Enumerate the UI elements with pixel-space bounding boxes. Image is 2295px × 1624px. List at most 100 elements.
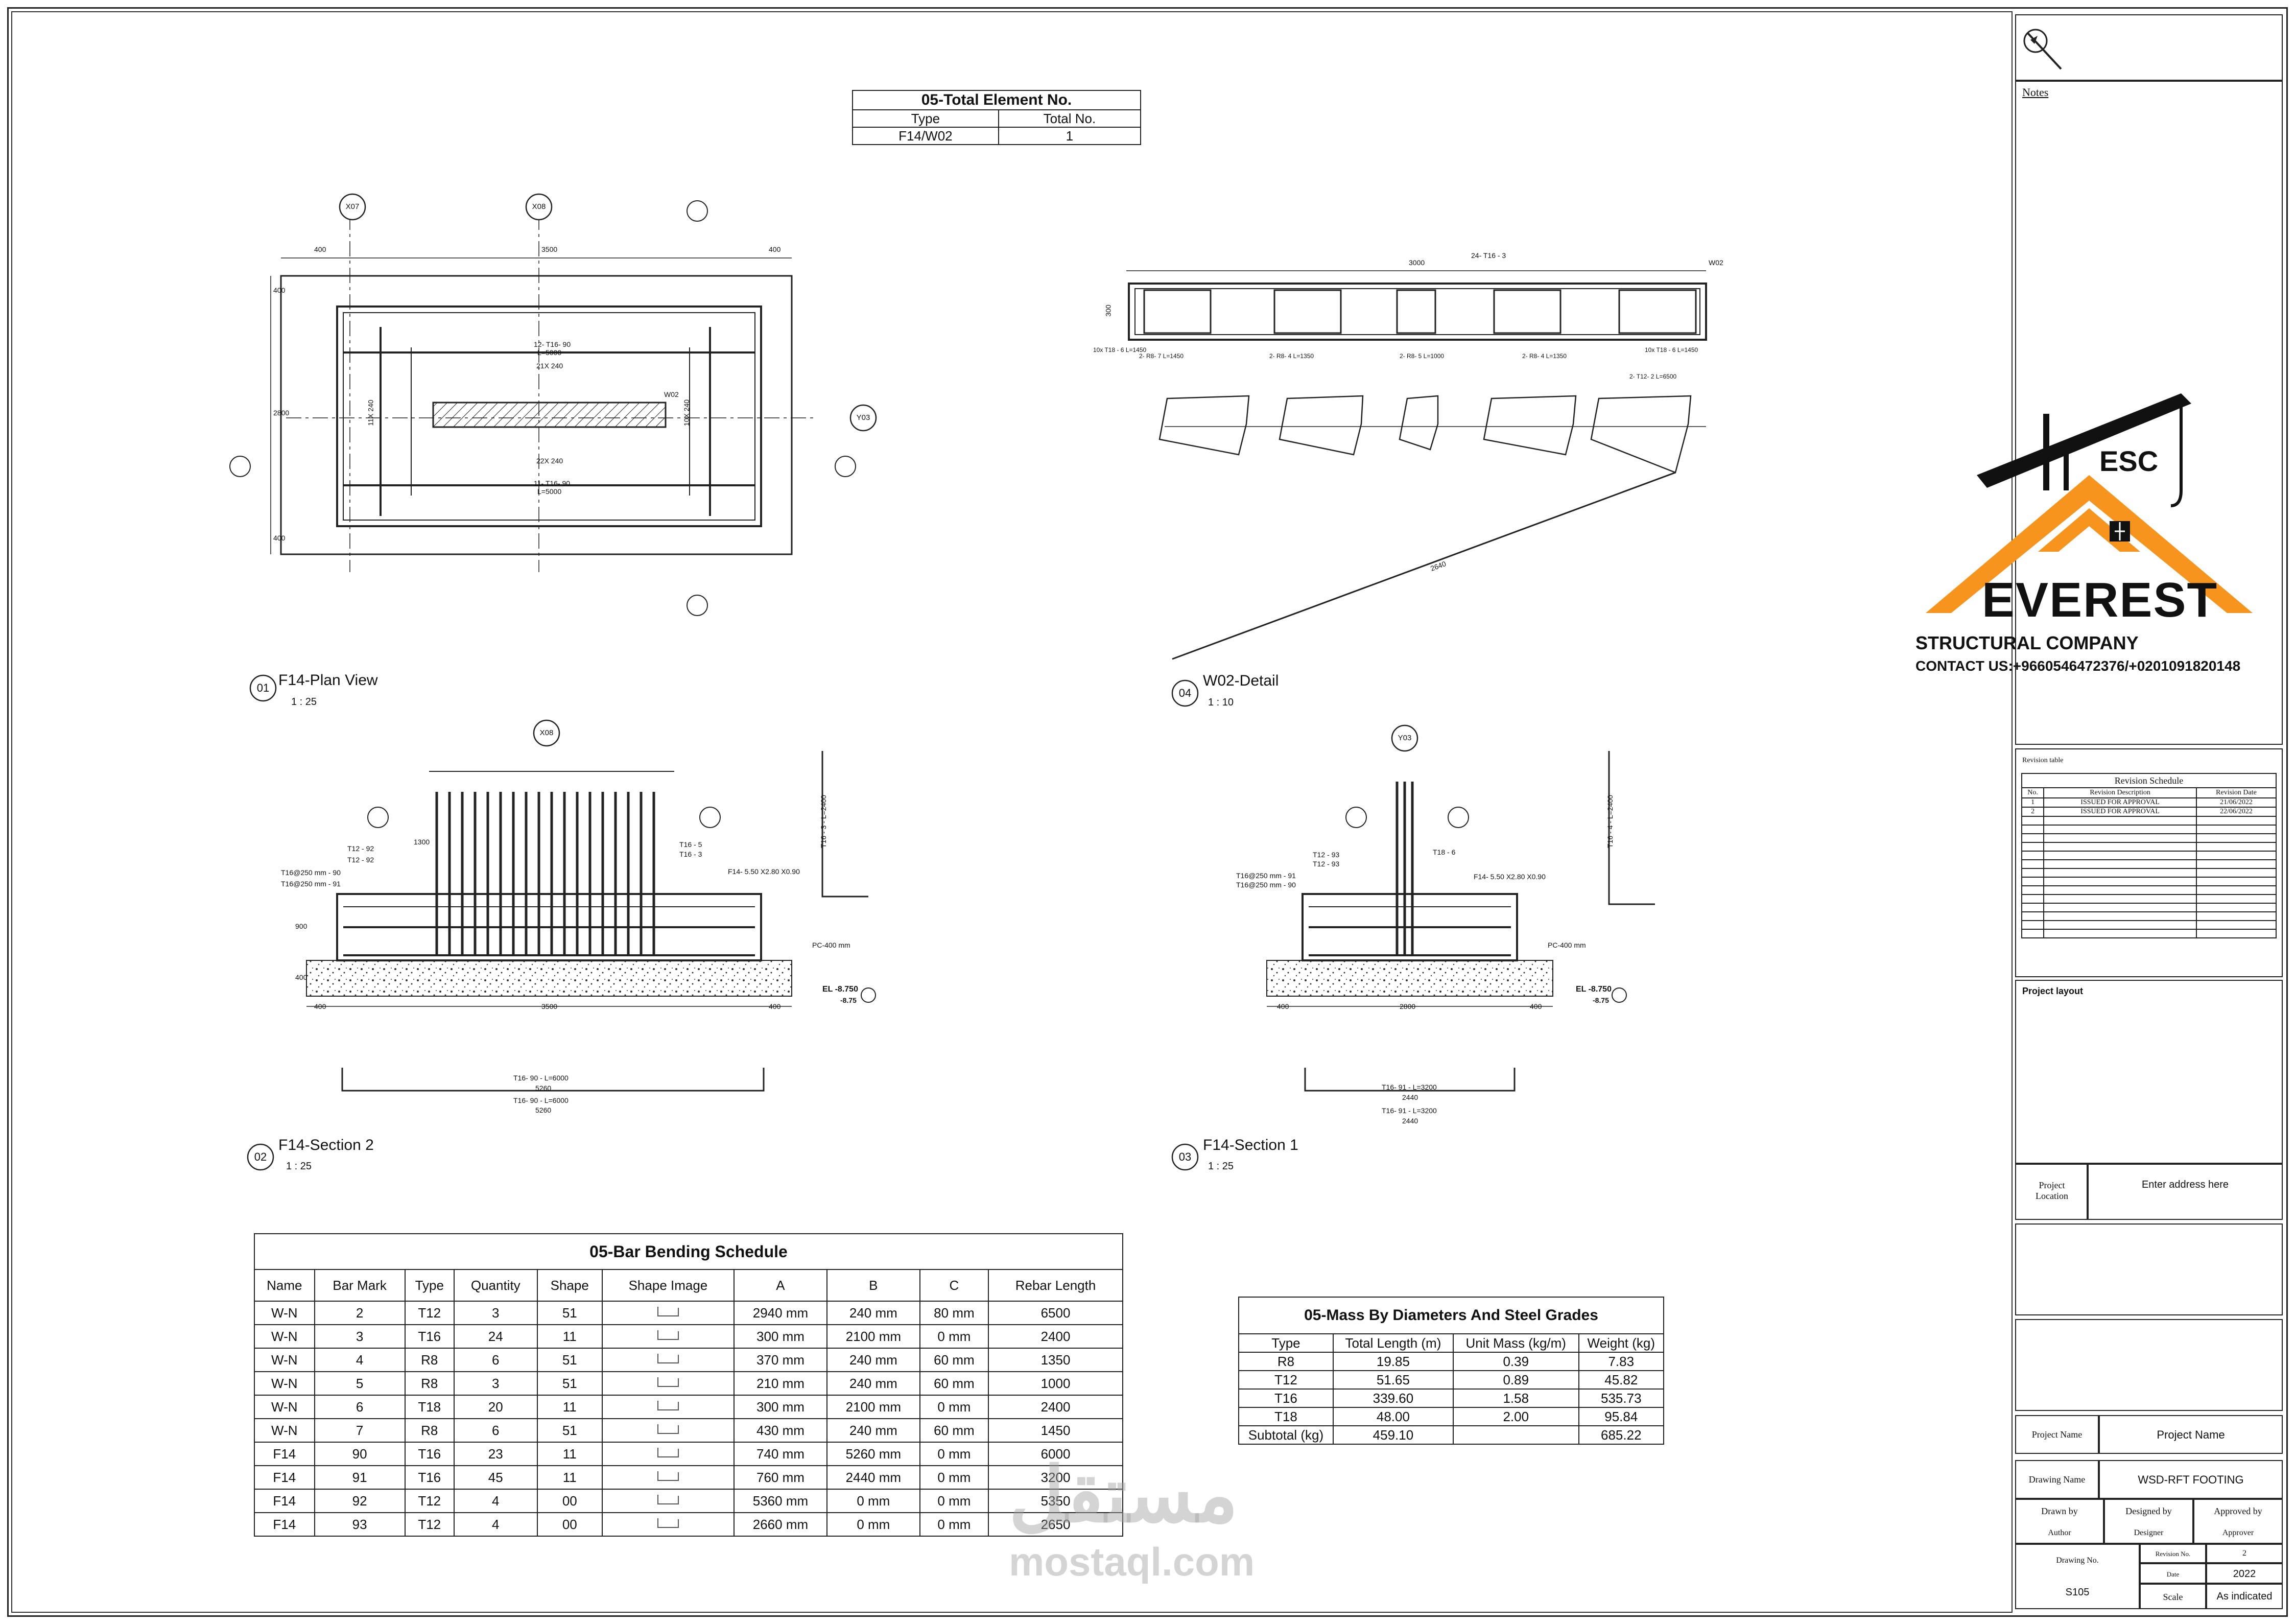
table-cell: T16 — [404, 1442, 455, 1466]
table-cell — [2196, 825, 2277, 834]
table-cell: T12 — [404, 1512, 455, 1537]
bar-label: T16- 91 - L=3200 — [1382, 1107, 1437, 1115]
table-cell — [2043, 894, 2197, 904]
scale-value-box: As indicated — [2206, 1584, 2283, 1609]
dim-label: 400 — [1530, 1002, 1542, 1010]
approved-by-label: Approved by — [2214, 1506, 2262, 1516]
column-header: Revision Description — [2043, 787, 2197, 798]
dim-label: 2800 — [1400, 1002, 1416, 1010]
table-cell — [2021, 859, 2045, 869]
dim-label: 3500 — [541, 245, 558, 253]
table-cell — [2043, 903, 2197, 912]
table-cell: 6000 — [988, 1442, 1123, 1466]
table-cell: 95.84 — [1578, 1407, 1665, 1426]
table-cell: 1 — [2021, 797, 2045, 808]
project-name-label-box: Project Name — [2015, 1415, 2099, 1454]
bar-label: 10X 240 — [682, 399, 691, 427]
table-cell: 240 mm — [826, 1301, 920, 1325]
column-header: Type — [404, 1269, 455, 1302]
logo-contact: CONTACT US:+9660546472376/+0201091820148 — [1915, 658, 2241, 674]
column-header: B — [826, 1269, 920, 1302]
table-cell — [2196, 903, 2277, 912]
date-label-box: Date — [2140, 1563, 2206, 1584]
date-value: 2022 — [2233, 1568, 2256, 1580]
table-cell — [2196, 920, 2277, 930]
bar-label: F14- 5.50 X2.80 X0.90 — [1474, 873, 1546, 881]
table-cell — [2043, 833, 2197, 843]
view-number-plan: 01 — [256, 681, 270, 694]
dim-label: 300 — [1104, 304, 1113, 317]
bar-label: 2440 — [1402, 1117, 1418, 1125]
bar-shape-icon — [657, 1353, 679, 1363]
dim-label: 2800 — [273, 409, 290, 417]
view-scale-detail: 1 : 10 — [1208, 697, 1234, 708]
dim-label: 900 — [295, 922, 307, 930]
table-cell: 370 mm — [734, 1348, 827, 1372]
shape-image-cell — [601, 1489, 735, 1513]
table-cell: 4 — [453, 1489, 538, 1513]
bar-label: T16 - 4 - L=2400 — [1605, 795, 1614, 848]
everest-logo-icon — [1926, 393, 2253, 613]
table-cell — [2196, 833, 2277, 843]
table-cell: T16 — [404, 1465, 455, 1490]
table-title: 05-Bar Bending Schedule — [254, 1233, 1123, 1270]
table-row-empty — [2021, 842, 2277, 852]
shape-image-cell — [601, 1371, 735, 1396]
table-cell — [2043, 929, 2197, 938]
table-cell: 60 mm — [919, 1418, 989, 1443]
drawn-by-value: Author — [2048, 1528, 2071, 1537]
table-cell: 2.00 — [1452, 1407, 1579, 1426]
table-cell: 240 mm — [826, 1348, 920, 1372]
header-type: Type — [852, 109, 999, 128]
project-location-label: Project Location — [2036, 1180, 2068, 1201]
table-cell: 2400 — [988, 1395, 1123, 1419]
table-cell: Subtotal (kg) — [1238, 1425, 1334, 1445]
shape-image-cell — [601, 1348, 735, 1372]
table-cell — [2021, 851, 2045, 860]
table-cell: 3 — [453, 1371, 538, 1396]
table-cell: 6 — [453, 1418, 538, 1443]
shape-image-cell — [601, 1512, 735, 1537]
logo-esc: ESC — [2099, 445, 2159, 477]
column-header: Shape Image — [601, 1269, 735, 1302]
section2-drawing — [306, 751, 868, 1092]
table-cell: 2400 — [988, 1324, 1123, 1349]
cell: 1 — [998, 127, 1142, 145]
table-cell — [2021, 894, 2045, 904]
table-cell: 21/06/2022 — [2196, 797, 2277, 808]
bar-label: 2- R8- 5 L=1000 — [1400, 352, 1445, 360]
drawing-no-box: Drawing No. S105 — [2015, 1544, 2140, 1609]
elevation-label: EL -8.750 — [822, 985, 858, 994]
table-cell: ISSUED FOR APPROVAL — [2043, 797, 2197, 808]
bar-label: T12 - 93 — [1313, 860, 1340, 868]
table-cell: 3 — [314, 1324, 406, 1349]
bar-label: T18 - 6 — [1433, 848, 1456, 856]
table-cell — [2043, 877, 2197, 886]
table-cell — [2021, 929, 2045, 938]
table-cell: 51 — [536, 1348, 603, 1372]
shape-image-cell — [601, 1442, 735, 1466]
table-row-empty — [2021, 894, 2277, 904]
bar-label: T16@250 mm - 91 — [281, 880, 341, 888]
project-name-value-box: Project Name — [2099, 1415, 2283, 1454]
bar-shape-icon — [657, 1471, 679, 1481]
table-cell: 0 mm — [919, 1395, 989, 1419]
table-cell: 0.39 — [1452, 1352, 1579, 1371]
table-cell: 2650 — [988, 1512, 1123, 1537]
table-row-empty — [2021, 885, 2277, 895]
table-cell — [2021, 885, 2045, 895]
table-cell: 92 — [314, 1489, 406, 1513]
w02-detail-drawing — [1126, 270, 1707, 660]
grid-bubble-x08: X08 — [532, 202, 546, 211]
view-title-detail: W02-Detail — [1203, 672, 1279, 689]
date-value-box: 2022 — [2206, 1563, 2283, 1584]
drawing-no-value: S105 — [2065, 1587, 2090, 1598]
bar-label: T16@250 mm - 90 — [281, 868, 341, 877]
view-title-plan: F14-Plan View — [278, 672, 378, 689]
table-cell: 459.10 — [1332, 1425, 1454, 1445]
